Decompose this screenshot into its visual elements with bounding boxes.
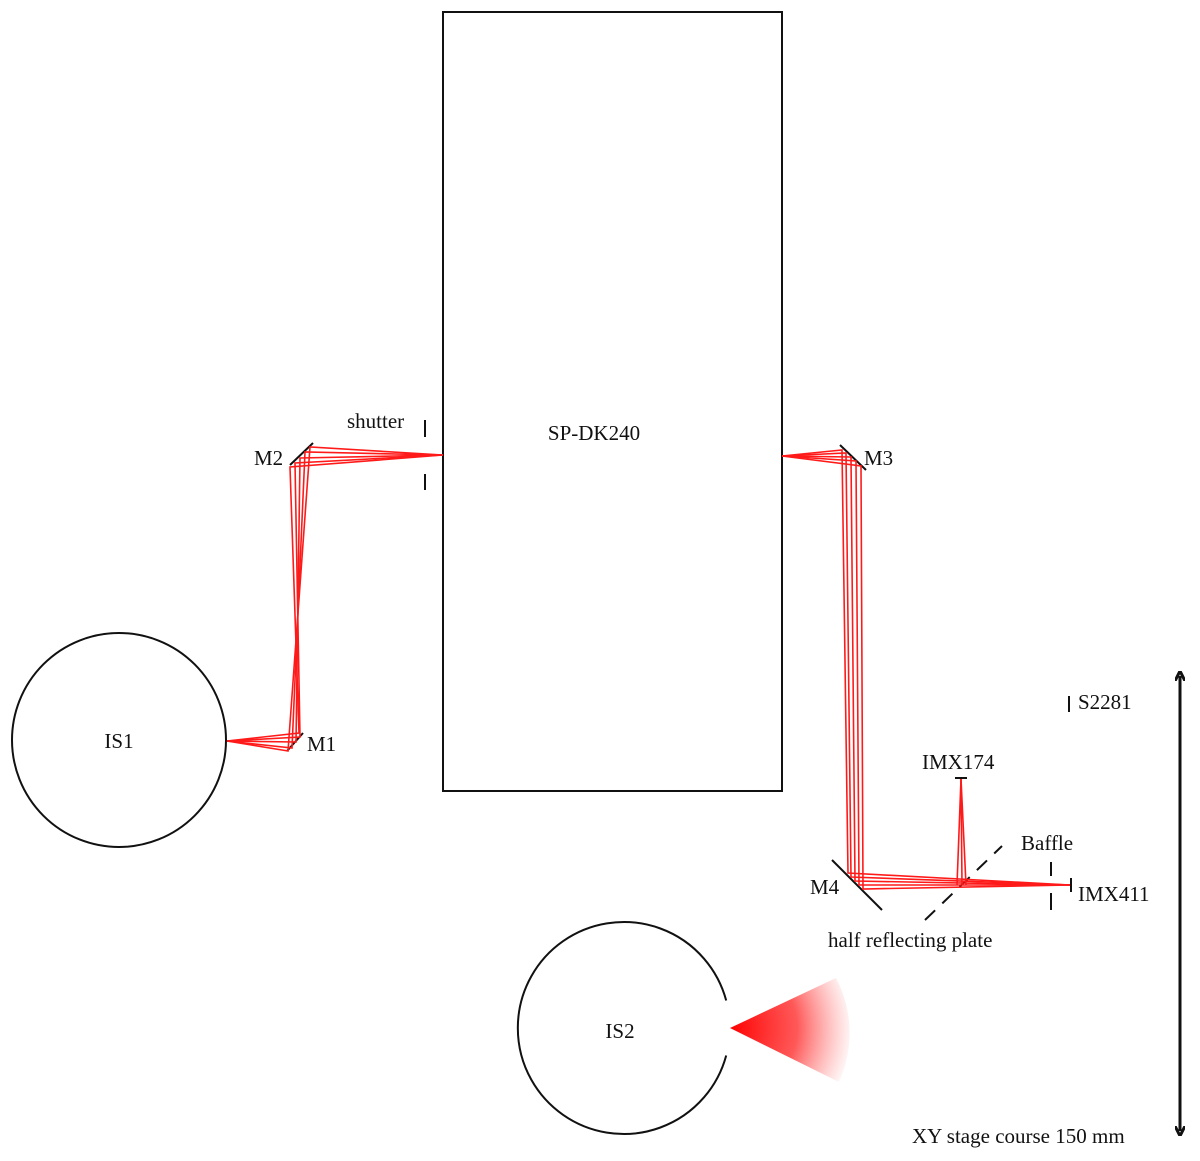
half-reflecting-plate-label: half reflecting plate xyxy=(828,928,992,952)
mirror-m2-label: M2 xyxy=(254,446,283,470)
beam-path-plate-to-imx174 xyxy=(956,778,967,886)
imx174-label: IMX174 xyxy=(922,750,995,774)
spectrometer-box xyxy=(442,11,783,792)
is2-label: IS2 xyxy=(605,1019,634,1043)
baffle-label: Baffle xyxy=(1021,831,1073,855)
beam-path-is1-to-spectrometer xyxy=(226,446,444,752)
mirror-m2 xyxy=(289,442,314,466)
beam-path-spectrometer-to-detectors xyxy=(781,449,1071,890)
is2-emission-cone xyxy=(730,978,850,1082)
imx411-label: IMX411 xyxy=(1078,882,1150,906)
mirror-m4-label: M4 xyxy=(810,875,840,899)
shutter-label: shutter xyxy=(347,409,404,433)
mirror-m4 xyxy=(831,859,883,911)
mirror-m1-label: M1 xyxy=(307,732,336,756)
s2281-label: S2281 xyxy=(1078,690,1132,714)
is1-label: IS1 xyxy=(104,729,133,753)
spectrometer-label: SP-DK240 xyxy=(548,421,640,445)
mirror-m3-label: M3 xyxy=(864,446,893,470)
integrating-sphere-is2 xyxy=(516,921,728,1135)
integrating-sphere-is1 xyxy=(11,632,227,848)
xy-stage-course-label: XY stage course 150 mm xyxy=(912,1124,1125,1148)
